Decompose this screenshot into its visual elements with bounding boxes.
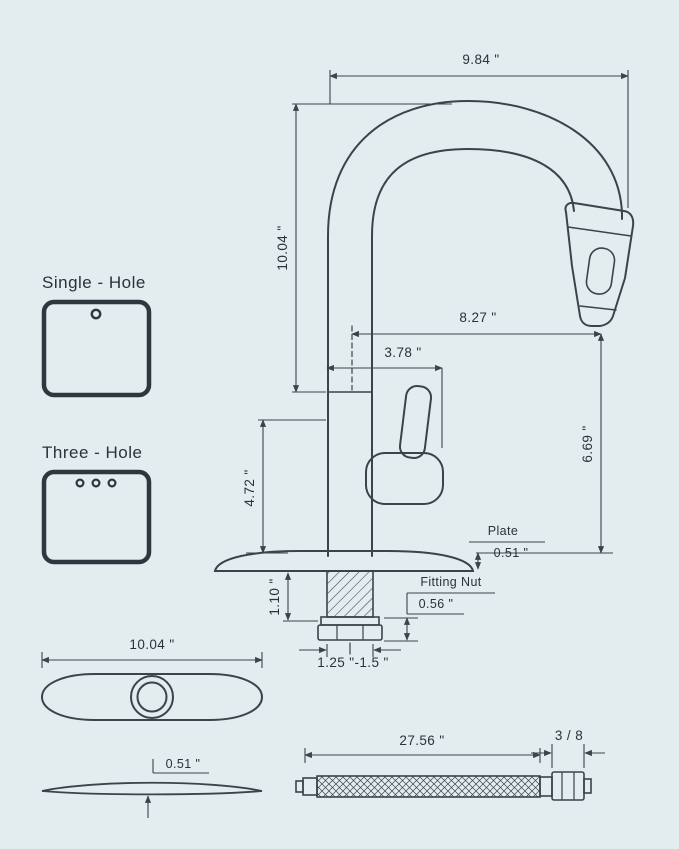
- spray-head-seam: [567, 226, 632, 237]
- handle-lever: [398, 385, 433, 459]
- deck-plate-hole-outer: [130, 675, 174, 719]
- dim-leader-line: [152, 759, 209, 774]
- three-hole-dot-left: [75, 478, 85, 488]
- three-hole-dot-right: [107, 478, 117, 488]
- hose-nut: [551, 771, 585, 801]
- spray-head-band: [579, 305, 617, 311]
- spray-head: [564, 201, 635, 327]
- three-hole-dot-center: [91, 478, 101, 488]
- dim-shank-height-label: 1.10 ": [267, 578, 282, 615]
- dim-spout-reach-label: 9.84 ": [462, 52, 499, 67]
- dim-hose-length: [304, 748, 541, 763]
- dim-hose-length-label: 27.56 ": [399, 733, 444, 748]
- dim-hose-thread-label: 3 / 8: [555, 728, 583, 743]
- hose-left-end-cap: [295, 780, 304, 793]
- dim-ext-line: [326, 644, 374, 657]
- dim-plate-thickness-label: 0.51 ": [494, 546, 529, 560]
- single-hole-dot: [90, 308, 102, 320]
- threaded-shank: [326, 570, 374, 618]
- dim-deck-plate-thickness: [144, 759, 209, 818]
- dim-deck-plate-width: [41, 652, 263, 668]
- dim-spout-to-head-label: 8.27 ": [459, 310, 496, 325]
- deck-plate-side-view: [41, 781, 263, 796]
- dim-spout-reach: [329, 70, 629, 208]
- mounting-nut: [317, 624, 383, 641]
- dim-leader-line: [406, 592, 495, 615]
- three-hole-sink-outline: [41, 469, 152, 565]
- plate-label: Plate: [488, 524, 519, 538]
- three-hole-icon: [41, 469, 152, 565]
- dim-ext-line: [329, 70, 629, 208]
- hose-braided-tube: [316, 775, 541, 798]
- dim-ext-line: [246, 419, 326, 554]
- dim-hole-size-label: 1.25 "-1.5 ": [317, 655, 388, 670]
- dim-body-to-handle: [326, 364, 443, 448]
- hose-nut-facets: [561, 772, 575, 800]
- dim-shank-height: [283, 572, 318, 622]
- dim-body-height-label: 4.72 ": [242, 469, 257, 506]
- faucet-tube-outer: [327, 99, 623, 557]
- handle-base: [365, 452, 444, 505]
- mounting-nut-facets: [336, 624, 364, 641]
- hose-right-stub: [583, 778, 592, 794]
- dim-ext-line: [384, 617, 418, 642]
- hose-left-fitting: [302, 777, 318, 796]
- dim-fitting-nut-label: 0.56 ": [419, 597, 454, 611]
- single-hole-sink-outline: [41, 299, 152, 398]
- dim-overall-height-label: 10.04 ": [275, 225, 290, 270]
- three-hole-label: Three - Hole: [42, 443, 142, 462]
- dim-overall-height: [292, 103, 452, 393]
- dim-deck-plate-width-label: 10.04 ": [129, 637, 174, 652]
- dim-head-to-deck-label: 6.69 ": [580, 425, 595, 462]
- escutcheon-plate: [213, 550, 475, 572]
- single-hole-icon: [41, 299, 152, 398]
- faucet-tube-inner: [371, 147, 575, 557]
- deck-plate-top-view: [40, 673, 264, 721]
- dim-hole-size: [299, 644, 401, 657]
- dim-body-height: [246, 419, 326, 554]
- dim-plate-thickness: [469, 541, 545, 570]
- hose-ferrule: [539, 776, 553, 797]
- faucet-drawing: [213, 99, 635, 655]
- dim-fitting-nut: [384, 592, 495, 642]
- spray-head-button-panel: [585, 247, 616, 295]
- washer: [320, 616, 380, 626]
- dimension-lines: [41, 70, 629, 818]
- dim-ext-line: [551, 744, 585, 768]
- fitting-nut-label: Fitting Nut: [420, 575, 481, 589]
- dim-body-to-handle-label: 3.78 ": [384, 345, 421, 360]
- deck-plate-views: [40, 673, 264, 796]
- hole-options: Single - Hole Three - Hole: [41, 273, 152, 565]
- supply-hose: [295, 771, 592, 801]
- dim-head-to-deck: [476, 333, 613, 554]
- deck-plate-hole-inner: [136, 681, 168, 713]
- dimension-labels: 9.84 " 10.04 " 8.27 " 3.78 " 6.69 " 4.72…: [129, 52, 595, 771]
- dim-hose-thread: [531, 744, 605, 768]
- single-hole-label: Single - Hole: [42, 273, 146, 292]
- dim-deck-plate-thickness-label: 0.51 ": [166, 757, 201, 771]
